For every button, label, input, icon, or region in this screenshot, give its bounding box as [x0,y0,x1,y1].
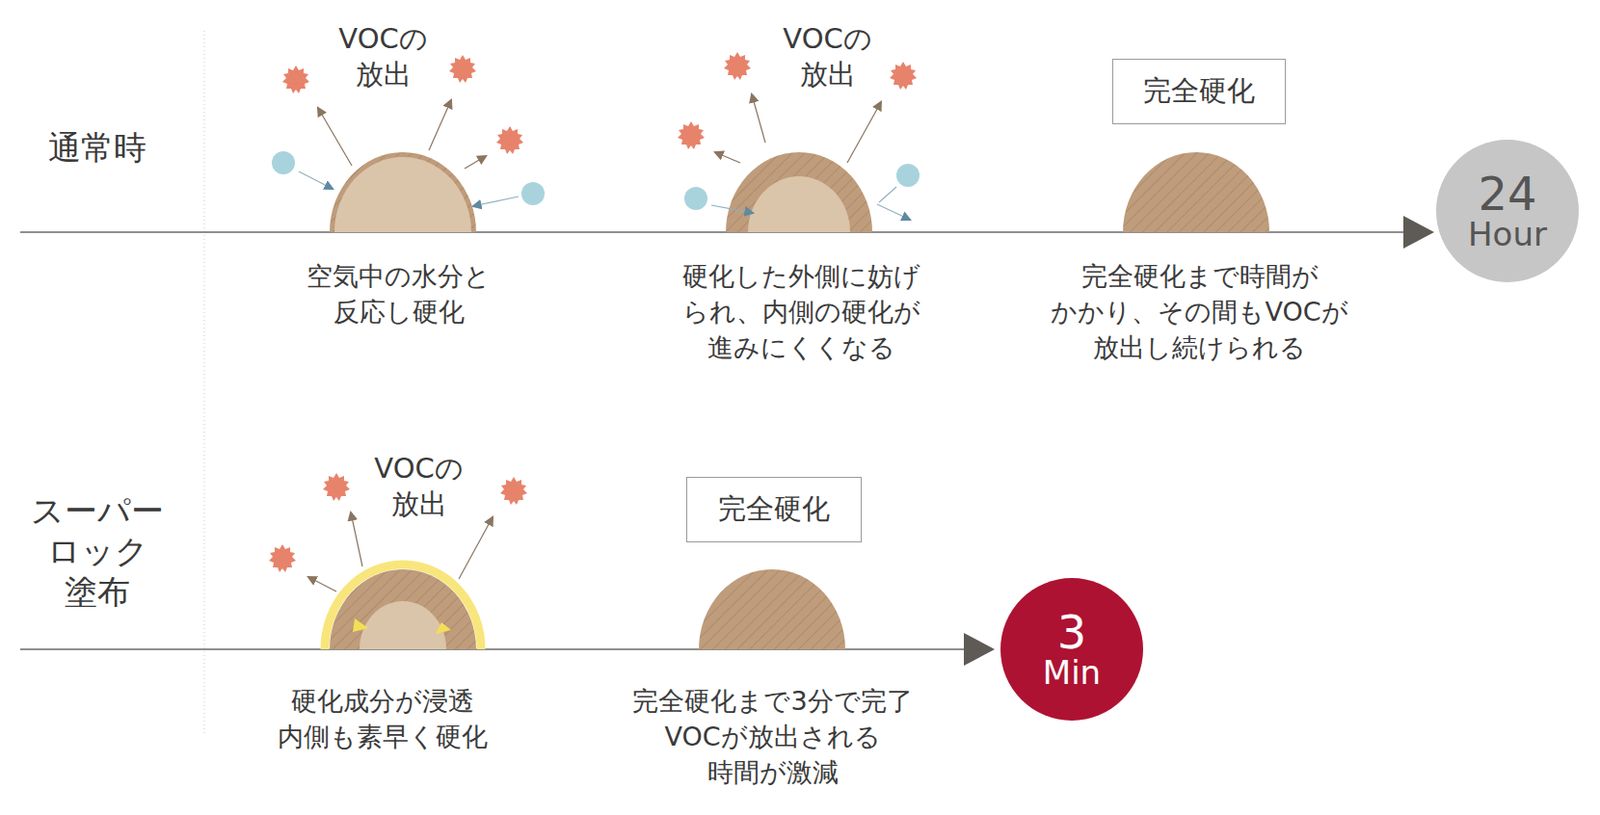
adhesive-dome [329,152,477,233]
time-circle: 3Min [1000,578,1144,721]
status-box: 完全硬化 [686,477,862,543]
moisture-arrows [298,171,910,220]
moisture-droplet [271,151,920,211]
voc-label: VOCの 放出 [371,451,467,523]
voc-label: VOCの 放出 [779,21,876,93]
caption: 硬化成分が浸透 内側も素早く硬化 [274,683,491,755]
adhesive-dome [725,152,873,233]
status-box: 完全硬化 [1112,58,1286,125]
caption: 硬化した外側に妨げ られ、内側の硬化が 進みにくくなる [679,258,924,366]
caption: 完全硬化まで3分で完了 VOCが放出される 時間が激減 [629,683,916,791]
adhesive-dome [698,569,846,650]
caption: 完全硬化まで時間が かかり、その間もVOCが 放出し続けられる [1047,258,1352,366]
time-value: 24 [1477,169,1537,218]
row-label: スーパー ロック 塗布 [27,490,167,613]
adhesive-dome [324,564,481,650]
timeline-arrowhead [963,633,995,667]
divider-line [204,30,206,735]
time-circle: 24Hour [1436,139,1579,283]
time-unit: Hour [1467,217,1547,253]
voc-label: VOCの 放出 [335,21,431,93]
time-value: 3 [1057,608,1088,657]
time-unit: Min [1042,656,1101,692]
timeline-arrowhead [1403,215,1435,249]
box-text: 完全硬化 [1143,73,1255,110]
adhesive-dome [1122,152,1270,233]
row-label: 通常時 [45,127,150,168]
box-text: 完全硬化 [718,491,830,529]
caption: 空気中の水分と 反応し硬化 [303,258,494,330]
